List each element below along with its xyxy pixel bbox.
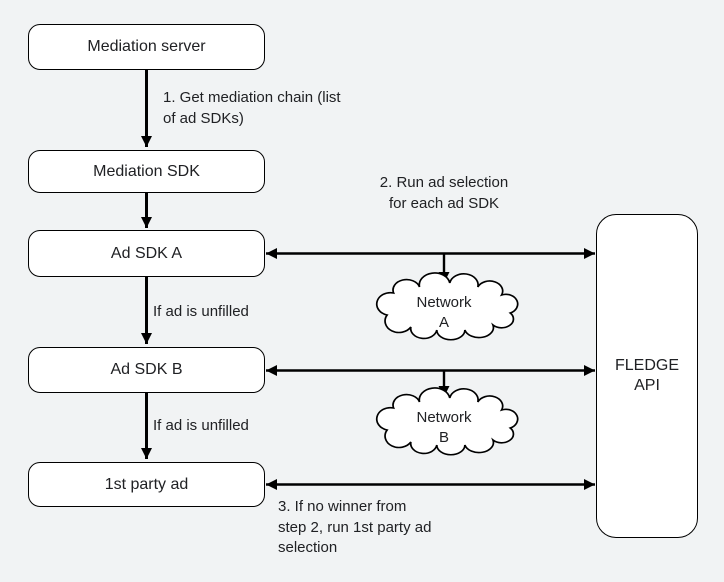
network-a-label: Network A <box>416 294 472 331</box>
node-fledge-api: FLEDGE API <box>596 214 698 538</box>
network-a-cloud <box>375 272 519 341</box>
node-first-party-ad: 1st party ad <box>28 462 265 507</box>
network-b-label: Network B <box>416 409 472 446</box>
node-fledge-api-label: FLEDGE API <box>614 357 679 394</box>
network-b-cloud <box>375 387 519 456</box>
node-ad-sdk-b-label: Ad SDK B <box>110 361 183 378</box>
annotation-if-unfilled-1: If ad is unfilled <box>153 303 249 320</box>
annotation-step-1: 1. Get mediation chain (list of ad SDKs) <box>163 89 341 127</box>
annotation-step-2: 2. Run ad selection for each ad SDK <box>379 174 509 212</box>
node-mediation-server-label: Mediation server <box>87 38 206 55</box>
annotation-step-3: 3. If no winner from step 2, run 1st par… <box>278 498 432 556</box>
node-ad-sdk-b: Ad SDK B <box>28 347 265 393</box>
node-ad-sdk-a: Ad SDK A <box>28 230 265 277</box>
node-mediation-sdk-label: Mediation SDK <box>93 162 200 180</box>
annotation-if-unfilled-2: If ad is unfilled <box>153 417 249 434</box>
node-first-party-ad-label: 1st party ad <box>104 475 189 493</box>
node-ad-sdk-a-label: Ad SDK A <box>110 244 183 262</box>
node-mediation-server: Mediation server <box>28 24 265 70</box>
node-mediation-sdk: Mediation SDK <box>28 150 265 193</box>
